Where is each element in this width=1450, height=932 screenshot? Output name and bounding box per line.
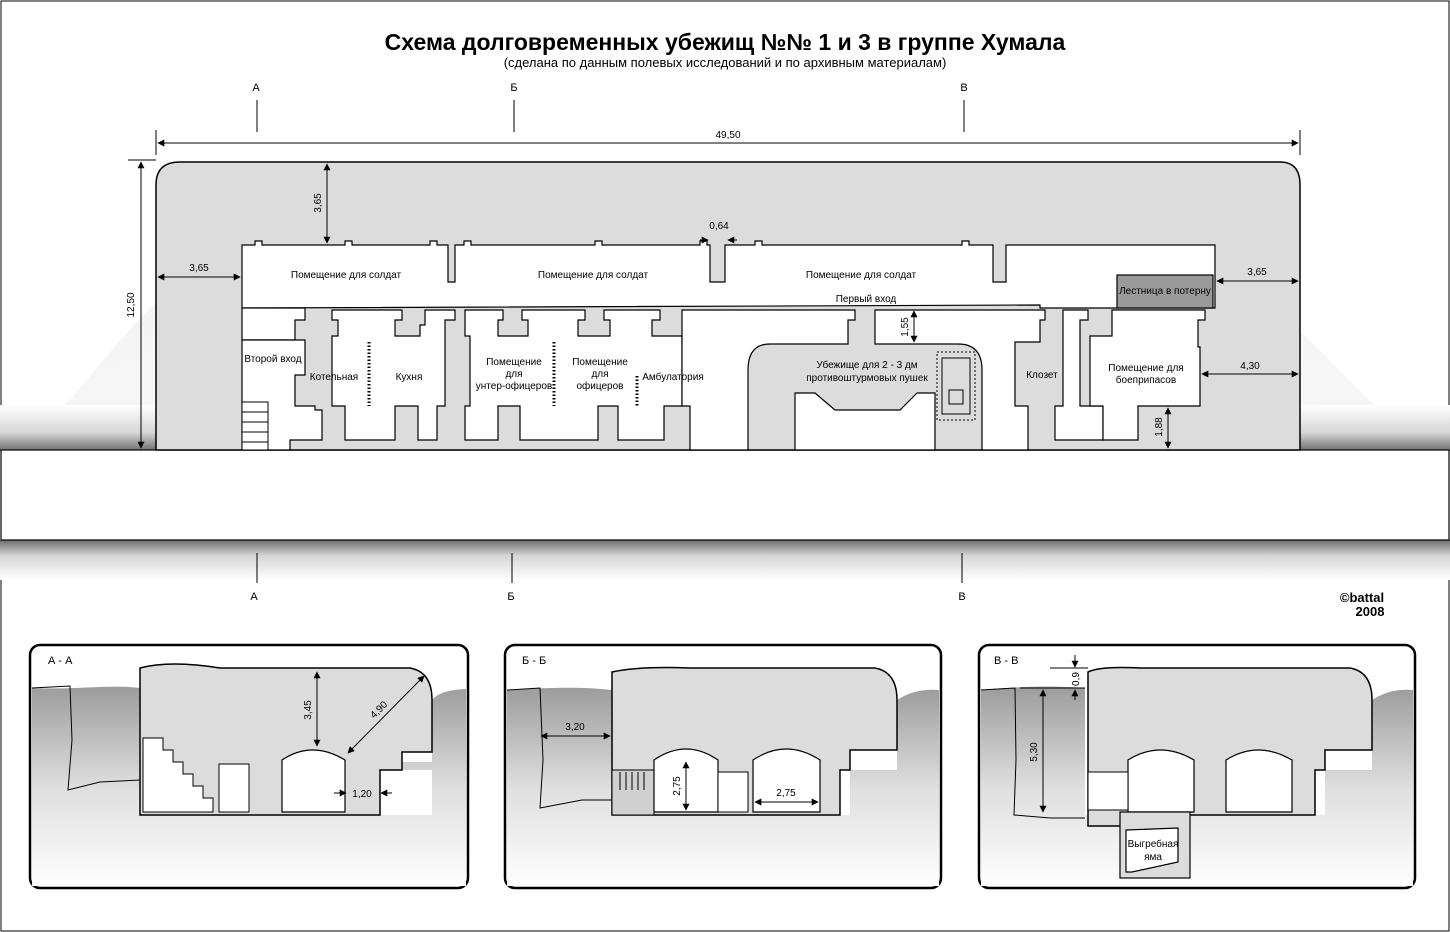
- floor-plan: Помещение для солдат Помещение для солда…: [126, 130, 1301, 451]
- room-officers-l1: Помещение: [572, 357, 628, 368]
- dim-bb-height: 2,75: [672, 776, 683, 796]
- dim-first-entrance-depth: 1,55: [900, 317, 911, 337]
- room-soldiers-1: Помещение для солдат: [291, 270, 402, 281]
- dim-right-wall: 3,65: [1247, 267, 1267, 278]
- dim-bb-left: 3,20: [565, 722, 585, 733]
- officers-rooms: [464, 309, 683, 441]
- section-mark-v-top: В: [960, 82, 967, 94]
- room-nco-l3: унтер-офицеров: [476, 380, 552, 392]
- room-soldiers-3: Помещение для солдат: [806, 270, 917, 281]
- room-closet: Клозет: [1026, 370, 1058, 381]
- diagram-title: Схема долговременных убежищ №№ 1 и 3 в г…: [385, 29, 1066, 55]
- dim-gap: 0,64: [709, 221, 729, 232]
- room-nco-l2: для: [505, 369, 522, 380]
- room-stair-postern: Лестница в потерну: [1119, 286, 1211, 297]
- dim-total-width: 12,50: [126, 292, 137, 317]
- dim-left-wall: 3,65: [189, 263, 209, 274]
- dim-vv-height: 5,30: [1029, 742, 1040, 762]
- room-boiler: Котельная: [310, 372, 358, 383]
- stair-second-entrance: [241, 401, 269, 451]
- dim-bottom-wall: 1,88: [1154, 417, 1165, 437]
- section-mark-b-bottom: Б: [507, 591, 514, 603]
- room-first-entrance: Первый вход: [836, 294, 897, 305]
- dim-top-wall: 3,65: [313, 193, 324, 213]
- section-aa: 3,45 4,90 1,20 А - А: [28, 643, 470, 890]
- ammo-room: [1089, 309, 1206, 441]
- room-nco-l1: Помещение: [486, 357, 542, 368]
- section-mark-v-bottom: В: [958, 591, 965, 603]
- room-cesspit-l2: яма: [1144, 852, 1162, 863]
- dim-right-lower: 4,30: [1240, 361, 1260, 372]
- copyright-year: 2008: [1356, 604, 1385, 619]
- gun-shelter-embrasure: [794, 392, 936, 451]
- dim-total-length: 49,50: [715, 130, 740, 141]
- room-officers-l2: для: [591, 369, 608, 380]
- boiler-kitchen-room: [331, 309, 456, 441]
- room-gun-shelter-l1: Убежище для 2 - 3 дм: [816, 359, 917, 371]
- section-bb-label: Б - Б: [522, 655, 546, 667]
- room-gun-shelter-l2: противоштурмовых пушек: [806, 373, 928, 384]
- copyright-label: ©battal: [1340, 590, 1384, 605]
- dim-aa-height: 3,45: [303, 700, 314, 720]
- soldiers-corridor: [241, 240, 1216, 309]
- section-mark-a-bottom: А: [250, 591, 258, 603]
- section-aa-label: А - А: [48, 655, 73, 667]
- infirmary-room: [681, 309, 856, 451]
- first-entrance-room: [874, 309, 1046, 451]
- dim-bb-width: 2,75: [776, 788, 796, 799]
- section-mark-b-top: Б: [510, 82, 517, 94]
- room-kitchen: Кухня: [396, 372, 423, 383]
- section-bb: 2,75 2,75 3,20 Б - Б: [503, 643, 943, 890]
- room-second-entrance: Второй вход: [244, 354, 301, 365]
- stair-to-postern: [1116, 274, 1214, 309]
- room-officers-l3: офицеров: [577, 380, 624, 392]
- dim-vv-top: 0,9: [1071, 672, 1082, 686]
- room-infirmary: Амбулатория: [642, 371, 704, 383]
- room-soldiers-2: Помещение для солдат: [538, 270, 649, 281]
- diagram-subtitle: (сделана по данным полевых исследований …: [504, 55, 947, 70]
- room-cesspit-l1: Выгребная: [1128, 838, 1179, 850]
- dim-aa-wall: 1,20: [352, 789, 372, 800]
- section-vv-label: В - В: [994, 655, 1018, 667]
- room-ammo-l2: боеприпасов: [1116, 374, 1176, 386]
- room-ammo-l1: Помещение для: [1108, 363, 1183, 374]
- section-mark-a-top: А: [252, 82, 260, 94]
- section-vv: Выгребная яма 0,9 5,30 В - В: [977, 643, 1417, 890]
